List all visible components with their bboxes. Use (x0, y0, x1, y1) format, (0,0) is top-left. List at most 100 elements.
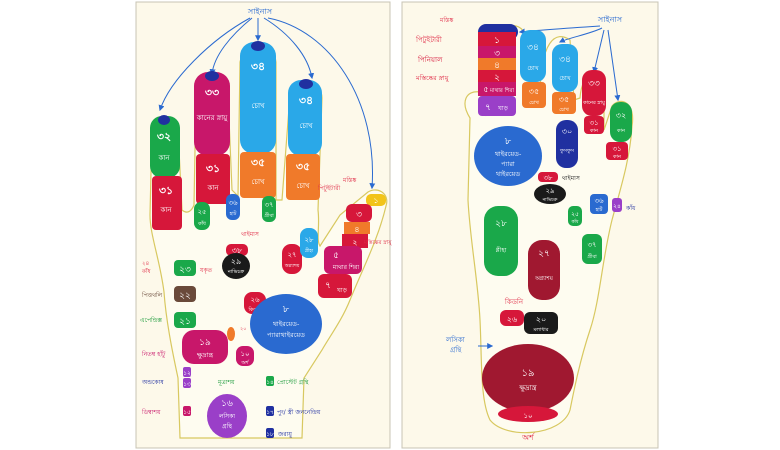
hand-f2-bot-num: ৩১ (206, 162, 220, 175)
foot-zone-27 (528, 240, 560, 300)
hand-zone-25 (194, 202, 210, 230)
hand-zone-36 (226, 194, 240, 220)
hand-n16-txt1: লসিকা (218, 413, 235, 420)
foot-sinus-arrow-3 (592, 29, 605, 74)
foot-zone-8 (474, 126, 542, 186)
foot-toe5-bot-num: ৩১ (612, 145, 621, 153)
hand-n29: ২৯ (231, 257, 241, 266)
hand-zone-28 (300, 228, 318, 258)
foot-n24-txt: কাঁধ (625, 204, 636, 212)
hand-zone-23 (174, 260, 196, 276)
hand-f3-top-zone (240, 42, 276, 154)
hand-mastishka-label: মস্তিষ্ক (342, 177, 357, 184)
hand-n24-txt: কাঁধ (141, 267, 151, 275)
foot-n38: ৩৮ (543, 174, 553, 182)
foot-lymph-label-2: গ্রন্থি (450, 346, 462, 354)
foot-n10: ১০ (523, 412, 532, 420)
foot-zone-38 (538, 172, 558, 182)
hand-n38: ৩৮ (232, 246, 243, 255)
hand-zone-29 (222, 253, 250, 279)
foot-mastishka-label: মস্তিষ্ক (439, 17, 454, 24)
hand-f4-top-zone (288, 80, 322, 156)
foot-pituitary-label: পিটুইটারী (415, 35, 443, 44)
foot-t4-zone (478, 58, 516, 70)
foot-zone-20 (524, 312, 558, 334)
hand-n29-txt: নাভিচক্র (227, 269, 245, 275)
hand-f1-bot-num: ৩১ (159, 184, 173, 197)
hand-thumb-3 (346, 204, 372, 222)
hand-genital-label: পুং/ স্ত্রী জননেন্দ্রিয় (277, 408, 321, 416)
hand-f4-top-num: ৩৪ (299, 94, 313, 107)
foot-t1-zone (478, 32, 516, 46)
hand-f3-sinus-dot (251, 41, 265, 51)
foot-t2: ২ (494, 73, 500, 83)
hand-f2-top-zone (194, 72, 230, 156)
foot-toe4-top (582, 70, 606, 116)
hand-bladder-label: মূত্রাশয় (217, 379, 235, 386)
foot-zone-25 (568, 206, 582, 226)
hand-sinus-arrow-4 (263, 17, 315, 80)
foot-sinus-label: সাইনাস (597, 15, 623, 24)
hand-t7: ৭ (325, 281, 331, 291)
hand-n28-txt: প্লীহা (305, 247, 314, 254)
foot-t3-zone (478, 46, 516, 58)
foot-n25: ২৫ (571, 211, 579, 218)
hand-zone-22 (174, 286, 196, 302)
hand-t5-txt: মাথার শিরা (332, 264, 359, 271)
foot-toe4-bot (584, 116, 604, 134)
hand-thumb-2 (342, 234, 368, 248)
foot-t1: ১ (494, 36, 500, 46)
hand-t3: ৩ (356, 210, 362, 220)
hand-appendix-label: এপেন্ডিক্স (140, 317, 163, 324)
foot-toe3-bot (552, 92, 576, 114)
foot-n8-txt2: প্যারা (501, 160, 516, 168)
foot-zone-10 (498, 406, 558, 422)
hand-uterus-label: জরায়ু (277, 431, 293, 438)
hand-f2-bot-zone (196, 154, 230, 204)
hand-n27-txt: অগ্ন্যাশয় (284, 263, 301, 269)
hand-sinus-arrow-5 (267, 17, 376, 190)
foot-zone-26 (500, 310, 524, 326)
foot-pineal-label: পিনিয়াল (417, 56, 443, 64)
foot-toe2-bot-txt: চোখ (529, 100, 539, 106)
hand-s17: ১৭ (266, 409, 274, 416)
hand-sciatic-label: নিতম্ব হাঁটু (141, 350, 166, 358)
hand-f2-top-txt: কানের স্নায়ু (196, 114, 229, 122)
hand-f3-bot-zone (240, 152, 276, 198)
hand-s15: ১৫ (183, 409, 191, 416)
foot-toe5-top (610, 102, 632, 142)
hand-f3-top-txt: চোখ (251, 102, 265, 110)
hand-uterus-mark (266, 428, 274, 438)
foot-n25-txt: কাঁধ (571, 218, 579, 225)
hand-n24: ২৪ (142, 261, 150, 267)
hand-s14: ১৪ (266, 379, 274, 386)
foot-toe2-top (520, 30, 546, 82)
foot-n19-txt: ক্ষুদ্রান্ত্র (518, 384, 536, 392)
hand-zone-38 (226, 244, 248, 256)
foot-t3: ৩ (494, 49, 500, 59)
foot-t7: ৭ (485, 103, 491, 113)
foot-t2-zone (478, 70, 516, 82)
hand-n10-txt: অর্শ (240, 359, 249, 366)
hand-n8-txt2: প্যারাথাইরয়েড (267, 331, 306, 339)
hand-sinus-arrow-2 (209, 17, 253, 76)
hand-n19: ১৯ (199, 338, 211, 348)
foot-t7-zone (478, 96, 516, 116)
foot-toe4-bot-num: ৩১ (589, 119, 598, 127)
foot-zone-30 (556, 120, 578, 168)
hand-prostate-mark (266, 376, 274, 386)
hand-zone-27 (282, 244, 302, 274)
foot-sinus-arrow-2 (558, 27, 603, 43)
hand-f2-top-num: ৩৩ (205, 86, 219, 99)
hand-n36: ৩৬ (228, 199, 238, 207)
hand-s18: ১৮ (266, 431, 274, 438)
foot-n26: ২৬ (507, 315, 517, 324)
hand-t7-txt: ঘাড় (336, 287, 347, 294)
hand-thymus-label: থাইমাস (241, 231, 260, 238)
foot-diagram: সাইনাস ১ ৩ ৪ ২ ৫ মাথার শিরা ৭ ঘাড় মস্তি… (415, 15, 636, 442)
hand-sciatic-mark (183, 367, 191, 377)
foot-toe2-top-num: ৩৪ (527, 43, 539, 53)
foot-n37-txt: গ্রীবা (587, 253, 597, 260)
foot-n8-txt1: থাইরয়েড- (495, 150, 522, 158)
foot-t5: ৫ (483, 85, 488, 94)
